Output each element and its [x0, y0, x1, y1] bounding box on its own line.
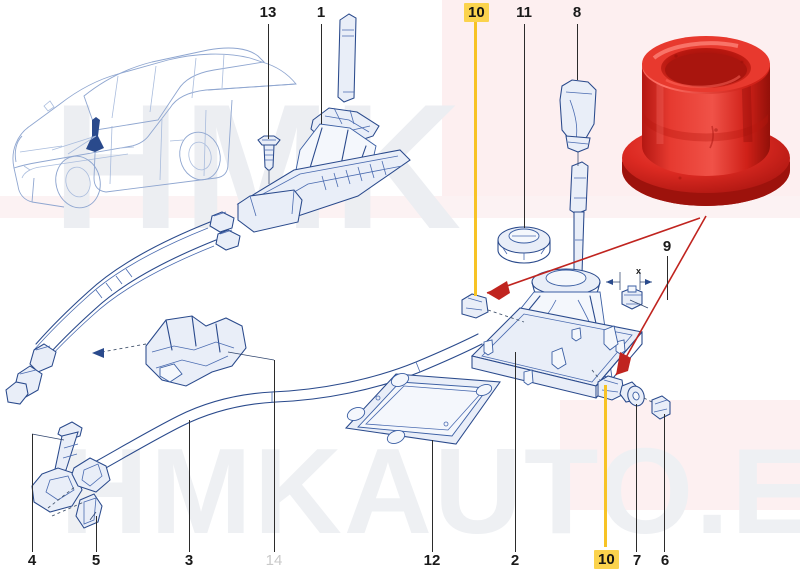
turret-gasket-part-12 [344, 373, 501, 445]
callout-13: 13 [259, 4, 277, 21]
leader-line-5 [96, 516, 97, 552]
leader-line-10-top [474, 22, 477, 296]
watermark-tint-block-2 [0, 196, 800, 218]
callout-6: 6 [660, 552, 670, 569]
shift-boot-ring-part-11 [497, 226, 551, 264]
callout-7: 7 [632, 552, 642, 569]
annotation-arrows [486, 215, 707, 376]
callout-1: 1 [316, 4, 326, 21]
callout-11: 11 [516, 4, 532, 21]
callout-12: 12 [423, 552, 441, 569]
leader-line-3 [189, 420, 190, 552]
gear-knob-part-8 [559, 79, 597, 277]
leader-line-8 [577, 24, 578, 80]
watermark-tint-block-3 [560, 400, 800, 510]
callout-8: 8 [572, 4, 582, 21]
callout-9: 9 [662, 238, 672, 255]
rubber-bushing-photo-part-10 [620, 18, 792, 214]
leader-line-6 [664, 414, 665, 552]
leader-line-11 [524, 24, 525, 228]
clamp-bolt-nut-part-4-5 [31, 421, 111, 529]
cable-support-bracket-part-14 [92, 315, 275, 387]
leader-line-14 [274, 360, 275, 552]
shift-turret-housing-part-2 [461, 268, 671, 420]
shift-control-rod-part-3 [83, 333, 483, 479]
callout-4: 4 [27, 552, 37, 569]
leader-line-12 [432, 440, 433, 552]
watermark-bottom: HMKAUTO.EE [60, 423, 800, 559]
dimension-label-x: x [636, 266, 642, 276]
leader-line-9 [667, 256, 668, 300]
leader-line-13 [268, 24, 269, 139]
leader-line-7 [636, 404, 637, 552]
leader-line-2 [515, 352, 516, 552]
mounting-screw-part-13 [257, 135, 281, 184]
callout-3: 3 [184, 552, 194, 569]
callout-10-bottom: 10 [594, 550, 619, 569]
callout-5: 5 [91, 552, 101, 569]
callout-10-top: 10 [464, 3, 489, 22]
callout-14: 14 [265, 552, 283, 569]
vehicle-illustration [12, 47, 297, 209]
shift-housing-assembly-part-1 [5, 13, 411, 405]
leader-line-10-bottom [604, 385, 607, 547]
callout-2: 2 [510, 552, 520, 569]
leader-line-1 [321, 24, 322, 124]
leader-line-4 [32, 434, 33, 552]
